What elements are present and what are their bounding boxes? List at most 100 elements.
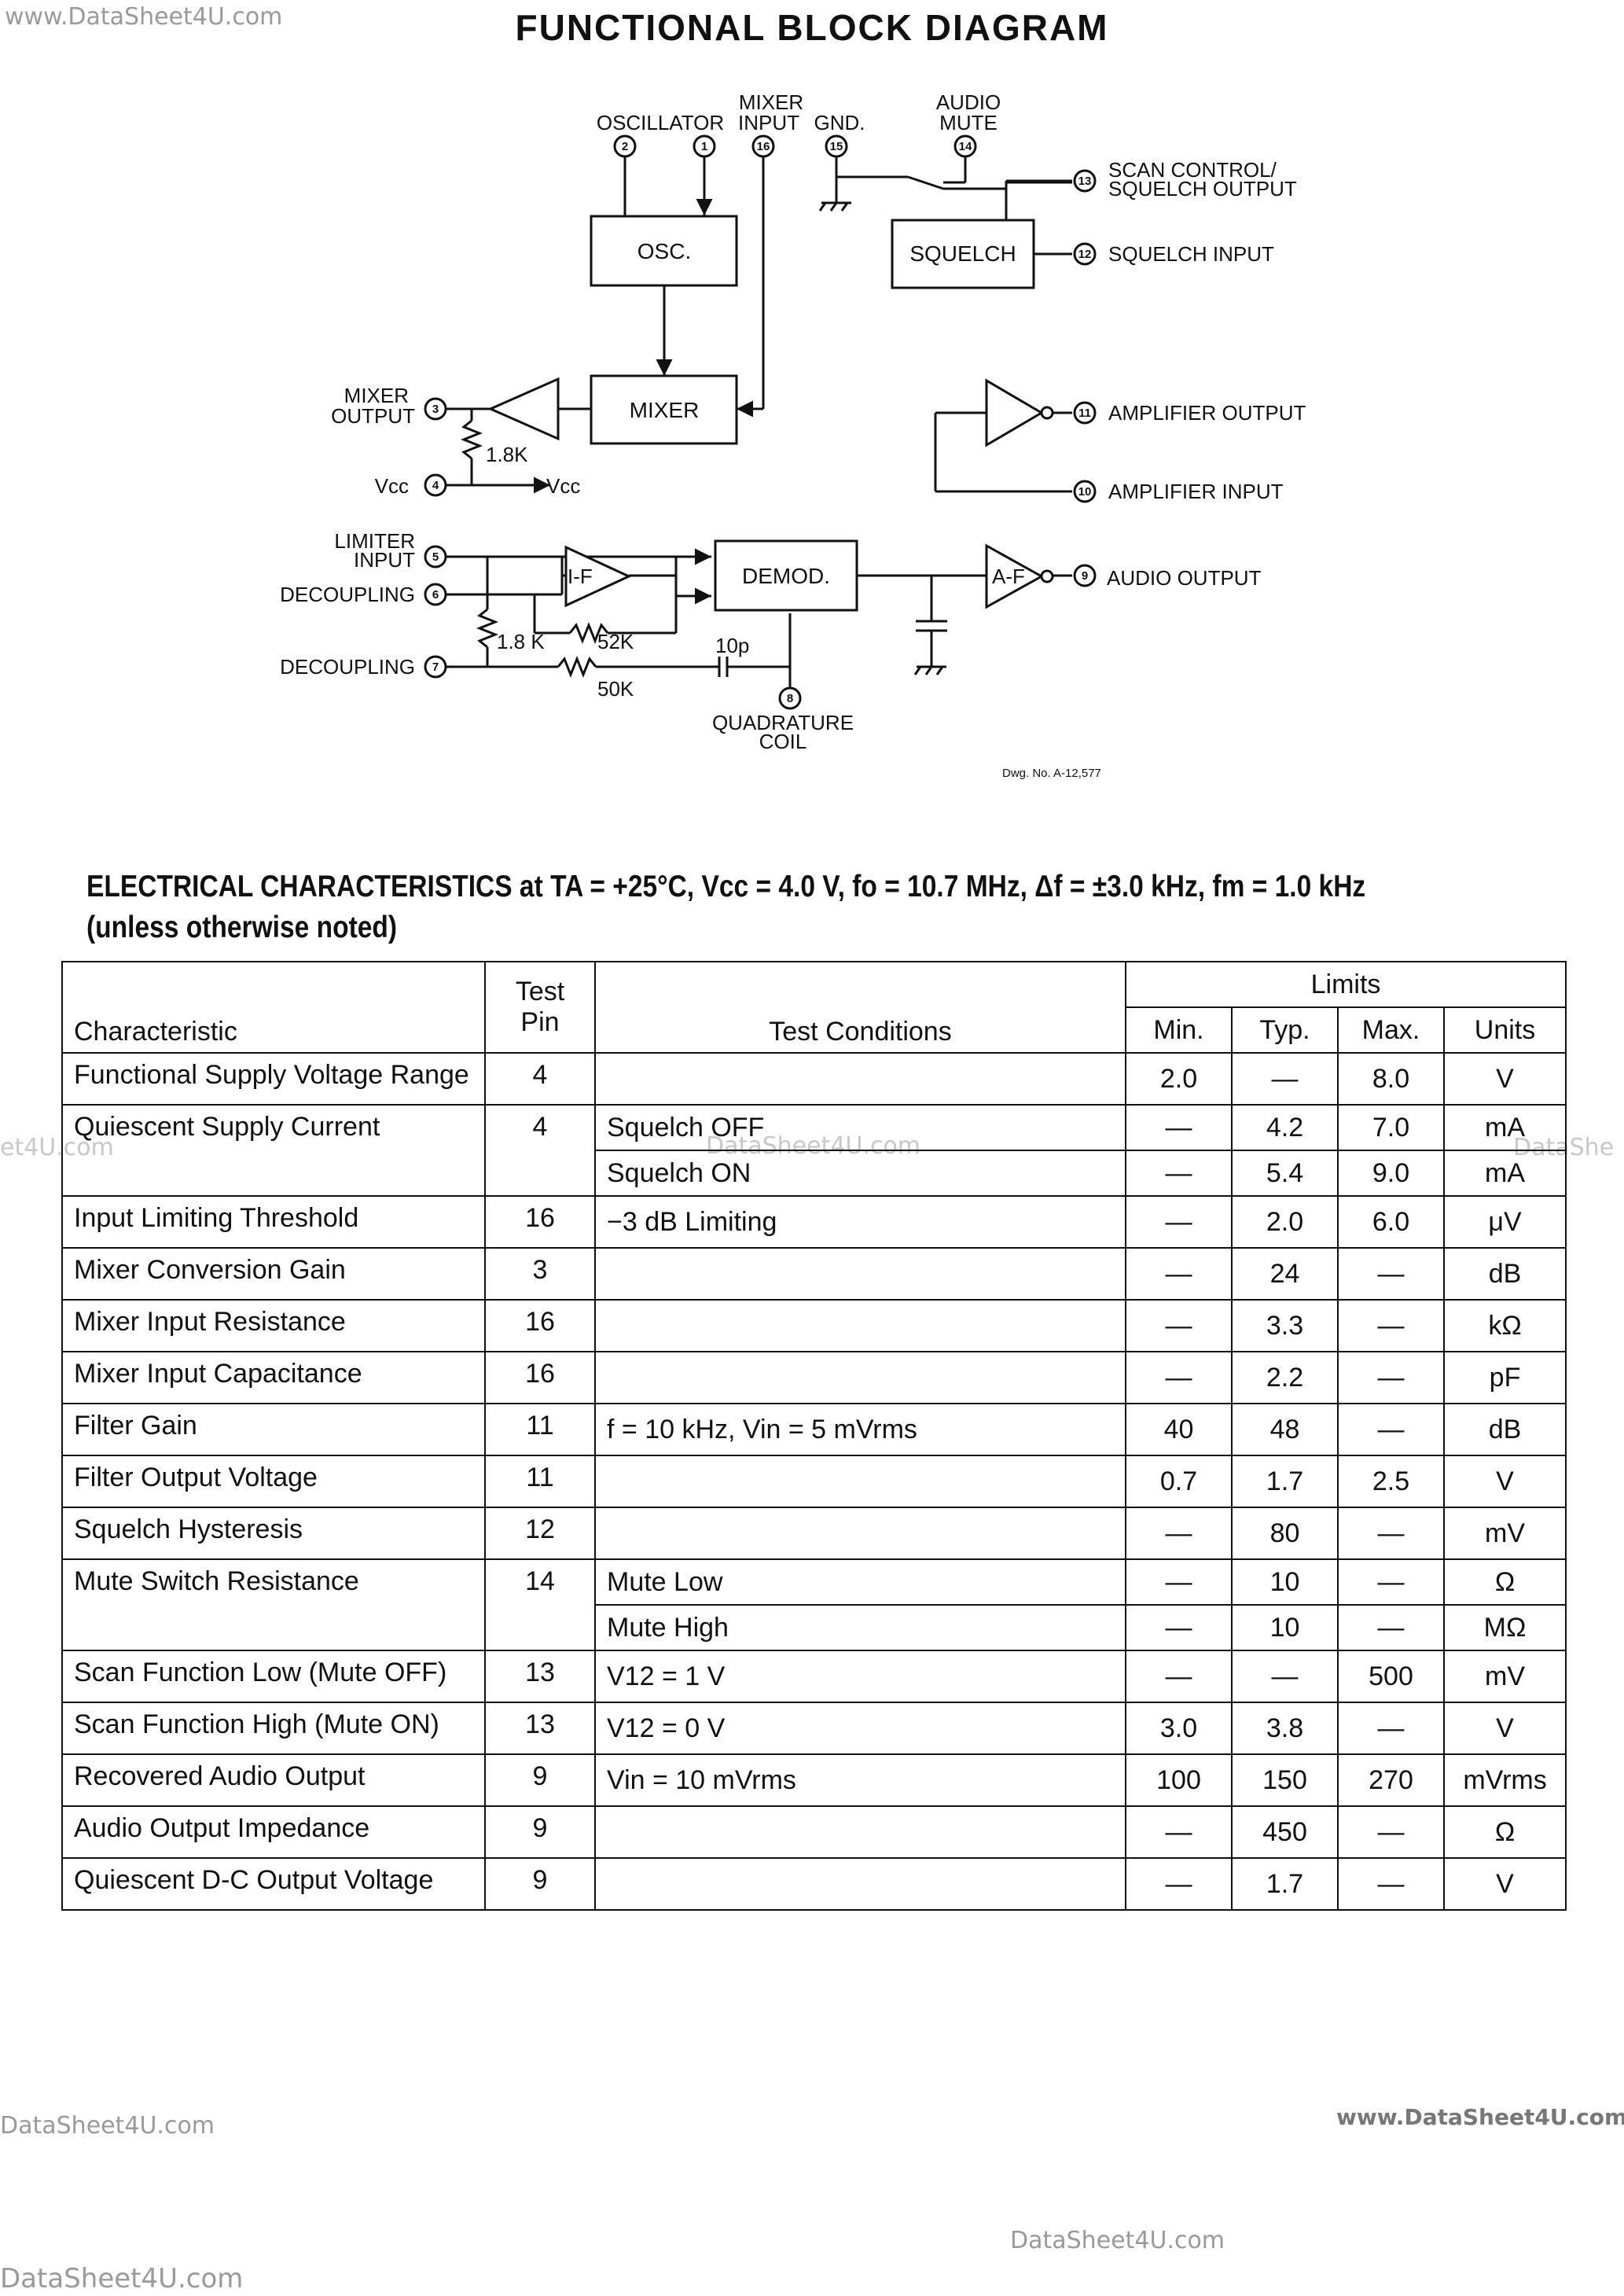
quadrature-coil-label-1: QUADRATURE	[712, 711, 854, 734]
cell-typ: 4.2	[1231, 1104, 1339, 1151]
cell-typ: —	[1231, 1052, 1339, 1106]
af-label: A-F	[992, 565, 1025, 588]
cell-condition: f = 10 kHz, Vin = 5 mVrms	[594, 1403, 1126, 1456]
mixer-input-label-2: INPUT	[738, 111, 799, 134]
cell-characteristic: Audio Output Impedance	[61, 1805, 486, 1859]
cell-condition: V12 = 0 V	[594, 1702, 1126, 1755]
osc-label: OSC.	[637, 239, 691, 263]
if-amplifier-triangle	[564, 545, 632, 608]
cell-typ: 1.7	[1231, 1857, 1339, 1911]
pin-9-number: 9	[1082, 569, 1088, 583]
cell-condition	[594, 1455, 1126, 1508]
resistor-52k-label: 52K	[597, 630, 634, 653]
header-min: Min.	[1125, 1006, 1233, 1054]
cell-typ: 24	[1231, 1247, 1339, 1301]
scan-control-label-2: SQUELCH OUTPUT	[1108, 177, 1297, 201]
page-title: FUNCTIONAL BLOCK DIAGRAM	[515, 7, 1109, 48]
cell-characteristic: Mixer Conversion Gain	[61, 1247, 486, 1301]
cell-characteristic: Mixer Input Capacitance	[61, 1351, 486, 1404]
cell-characteristic: Scan Function High (Mute ON)	[61, 1702, 486, 1755]
audio-mute-label-1: AUDIO	[936, 90, 1001, 114]
cell-pin: 9	[484, 1805, 596, 1859]
cell-units: pF	[1442, 1351, 1567, 1404]
cell-typ: 3.3	[1231, 1299, 1339, 1352]
electrical-characteristics-heading: ELECTRICAL CHARACTERISTICS at TA = +25°C…	[86, 867, 1371, 948]
watermark-top-left: www.DataSheet4U.com	[5, 3, 283, 31]
resistor-50k-label: 50K	[597, 677, 634, 701]
table-row: Mixer Input Capacitance 16 — 2.2 — pF	[61, 1351, 1567, 1404]
cell-max: —	[1337, 1857, 1445, 1911]
electrical-characteristics-table: Characteristic Test Pin Test Conditions …	[61, 961, 1567, 1911]
cell-condition: Mute High	[594, 1604, 1126, 1651]
osc-block	[590, 215, 738, 287]
table-row: Mixer Input Resistance 16 — 3.3 — kΩ	[61, 1299, 1567, 1352]
cell-typ: 5.4	[1231, 1150, 1339, 1197]
cell-pin: 11	[484, 1403, 596, 1456]
drawing-number: Dwg. No. A-12,577	[1002, 767, 1101, 780]
cell-min: 3.0	[1125, 1702, 1233, 1755]
cell-max: 500	[1337, 1650, 1445, 1703]
cell-max: —	[1337, 1403, 1445, 1456]
cell-units: dB	[1442, 1403, 1567, 1456]
table-row: Mute Switch Resistance 14 Mute Low — 10 …	[61, 1558, 1567, 1651]
capacitor-10p-label: 10p	[715, 634, 749, 657]
cell-characteristic: Quiescent Supply Current	[61, 1104, 486, 1197]
decoupling-6-label: DECOUPLING	[280, 583, 415, 606]
cell-characteristic: Quiescent D-C Output Voltage	[61, 1857, 486, 1911]
amplifier-input-label: AMPLIFIER INPUT	[1108, 480, 1284, 503]
cell-units: mVrms	[1442, 1753, 1567, 1807]
cell-min: 40	[1125, 1403, 1233, 1456]
mixer-block	[590, 374, 738, 445]
table-row: Input Limiting Threshold 16 −3 dB Limiti…	[61, 1195, 1567, 1249]
cell-characteristic: Functional Supply Voltage Range	[61, 1052, 486, 1106]
cell-min: —	[1125, 1558, 1233, 1606]
amplifier-output-label: AMPLIFIER OUTPUT	[1108, 401, 1306, 425]
header-test-pin: Test Pin	[484, 961, 596, 1054]
cell-pin: 16	[484, 1195, 596, 1249]
cell-units: dB	[1442, 1247, 1567, 1301]
cell-max: 8.0	[1337, 1052, 1445, 1106]
resistor-1-8k-top-label: 1.8K	[486, 443, 528, 466]
cell-condition: Mute Low	[594, 1558, 1126, 1606]
pin-12-number: 12	[1078, 248, 1092, 261]
cell-min: 100	[1125, 1753, 1233, 1807]
vcc-left-label: Vcc	[375, 474, 409, 498]
pin-1-number: 1	[701, 140, 707, 153]
oscillator-label: OSCILLATOR	[597, 111, 724, 134]
limiter-input-label-2: INPUT	[354, 548, 415, 572]
demod-label: DEMOD.	[742, 564, 830, 588]
cell-pin: 16	[484, 1351, 596, 1404]
cell-condition	[594, 1351, 1126, 1404]
cell-max: —	[1337, 1247, 1445, 1301]
cell-pin: 13	[484, 1650, 596, 1703]
cell-typ: 450	[1231, 1805, 1339, 1859]
cell-typ: 3.8	[1231, 1702, 1339, 1755]
cell-condition	[594, 1857, 1126, 1911]
watermark-bottom-center: DataSheet4U.com	[1010, 2227, 1225, 2254]
squelch-input-label: SQUELCH INPUT	[1108, 242, 1274, 266]
cell-pin: 16	[484, 1299, 596, 1352]
cell-min: —	[1125, 1351, 1233, 1404]
cell-units: mA	[1442, 1150, 1567, 1197]
cell-units: mV	[1442, 1507, 1567, 1560]
audio-output-label: AUDIO OUTPUT	[1107, 566, 1262, 590]
cell-min: —	[1125, 1195, 1233, 1249]
pin-13-number: 13	[1078, 175, 1092, 188]
header-test-conditions: Test Conditions	[594, 961, 1126, 1054]
cell-pin: 12	[484, 1507, 596, 1560]
cell-max: —	[1337, 1299, 1445, 1352]
header-units: Units	[1442, 1006, 1567, 1054]
if-label: I-F	[568, 565, 593, 588]
cell-units: V	[1442, 1857, 1567, 1911]
squelch-block	[891, 219, 1035, 289]
header-test-pin-1: Test	[515, 977, 565, 1006]
cell-units: V	[1442, 1455, 1567, 1508]
cell-min: —	[1125, 1150, 1233, 1197]
mixer-input-label-1: MIXER	[739, 90, 803, 114]
table-row: Squelch ON — 5.4 9.0 mA	[62, 1150, 1567, 1197]
cell-units: μV	[1442, 1195, 1567, 1249]
mixer-label: MIXER	[630, 398, 700, 422]
pin-10-number: 10	[1078, 485, 1092, 499]
cell-characteristic: Filter Gain	[61, 1403, 486, 1456]
cell-units: Ω	[1442, 1558, 1567, 1606]
